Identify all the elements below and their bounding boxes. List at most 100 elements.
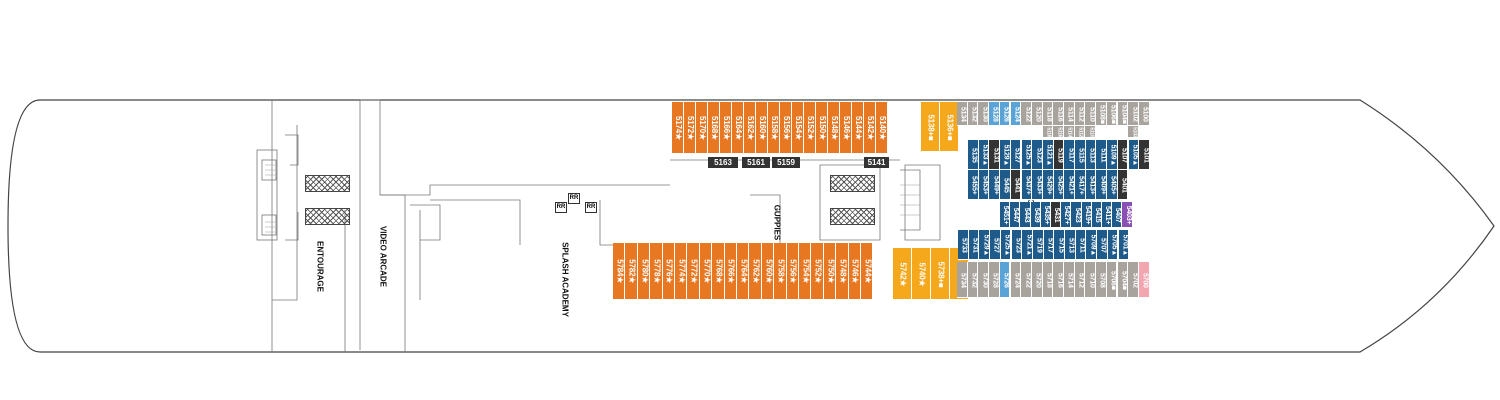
cabin-5427[interactable]: 5427+ xyxy=(1061,202,1072,228)
cabin-5135[interactable]: 5135 xyxy=(968,140,979,170)
cabin-5172[interactable]: 5172★ xyxy=(684,102,696,154)
cabin-5729[interactable]: 5729▲ xyxy=(979,230,991,260)
cabin-5403[interactable]: 5403+ xyxy=(1122,202,1133,228)
cabin-5117[interactable]: 5117 xyxy=(1064,140,1075,170)
cabin-5740[interactable]: 5740★ xyxy=(912,248,931,300)
cabin-5126[interactable]: 5126 xyxy=(999,102,1011,126)
cabin-5730[interactable]: 5730 xyxy=(978,262,990,298)
cabin-5140[interactable]: 5140★ xyxy=(876,102,888,154)
cabin-5700[interactable]: 5700 xyxy=(1138,262,1150,298)
cabin-5401[interactable]: 5401 xyxy=(1117,170,1129,200)
cabin-5445[interactable]: 5445 xyxy=(1000,170,1011,200)
cabin-5715[interactable]: 5715 xyxy=(1054,230,1065,260)
cabin-5776[interactable]: 5776★ xyxy=(662,243,675,300)
cabin-5728[interactable]: 5728 xyxy=(989,262,1000,298)
cabin-5725[interactable]: 5725▲ xyxy=(1000,230,1012,260)
cabin-5158[interactable]: 5158★ xyxy=(768,102,780,154)
cabin-5154[interactable]: 5154★ xyxy=(792,102,804,154)
cabin-5133[interactable]: 5133▲ xyxy=(978,140,990,170)
cabin-5439[interactable]: 5439 xyxy=(1030,202,1041,228)
cabin-5443[interactable]: 5443 xyxy=(1020,202,1031,228)
cabin-5746[interactable]: 5746★ xyxy=(848,243,861,300)
cabin-5712[interactable]: 5712 xyxy=(1074,262,1086,298)
cabin-5166[interactable]: 5166★ xyxy=(720,102,732,154)
cabin-5721[interactable]: 5721▲ xyxy=(1022,230,1033,260)
cabin-5774[interactable]: 5774★ xyxy=(675,243,688,300)
cabin-5727[interactable]: 5727 xyxy=(990,230,1001,260)
cabin-5431[interactable]: 5431 xyxy=(1051,202,1062,228)
cabin-5713[interactable]: 5713 xyxy=(1065,230,1076,260)
cabin-5409[interactable]: 5409+ xyxy=(1096,170,1108,200)
cabin-5103[interactable]: 5103 xyxy=(1128,126,1139,138)
cabin-5441[interactable]: 5441 xyxy=(1010,170,1022,200)
cabin-5754[interactable]: 5754★ xyxy=(799,243,812,300)
cabin-5433[interactable]: 5433+ xyxy=(1032,170,1043,200)
cabin-5738[interactable]: 5738+■ xyxy=(931,248,950,300)
cabin-5702[interactable]: 5702 xyxy=(1128,262,1139,298)
cabin-5714[interactable]: 5714 xyxy=(1064,262,1075,298)
cabin-5722[interactable]: 5722 xyxy=(1021,262,1032,298)
cabin-5437[interactable]: 5437+ xyxy=(1021,170,1033,200)
cabin-5118[interactable]: 5118 xyxy=(1042,126,1054,138)
cabin-5415[interactable]: 5415 xyxy=(1091,202,1102,228)
cabin-5144[interactable]: 5144★ xyxy=(852,102,864,154)
cabin-5106[interactable]: 5106■ xyxy=(1106,102,1118,126)
cabin-5750[interactable]: 5750★ xyxy=(823,243,837,300)
cabin-5732[interactable]: 5732 xyxy=(967,262,979,298)
cabin-5724[interactable]: 5724 xyxy=(1010,262,1022,298)
cabin-5449[interactable]: 5449+ xyxy=(989,170,1001,200)
cabin-5108[interactable]: 5108■ xyxy=(1096,102,1107,126)
cabin-5752[interactable]: 5752★ xyxy=(811,243,824,300)
cabin-5734[interactable]: 5734 xyxy=(957,262,968,298)
cabin-5717[interactable]: 5717 xyxy=(1043,230,1055,260)
cabin-5116[interactable]: 5116 xyxy=(1053,102,1064,126)
cabin-5701[interactable]: 5701▲ xyxy=(1118,230,1130,260)
cabin-5768[interactable]: 5768★ xyxy=(712,243,725,300)
cabin-5142[interactable]: 5142★ xyxy=(864,102,876,154)
cabin-5451[interactable]: 5451+ xyxy=(1000,202,1011,228)
cabin-5772[interactable]: 5772★ xyxy=(687,243,700,300)
cabin-5455[interactable]: 5455+ xyxy=(968,170,979,200)
cabin-5716[interactable]: 5716 xyxy=(1053,262,1064,298)
cabin-5429[interactable]: 5429+ xyxy=(1042,170,1054,200)
cabin-5150[interactable]: 5150★ xyxy=(816,102,828,154)
cabin-5121[interactable]: 5121▲ xyxy=(1042,140,1054,170)
cabin-5114[interactable]: 5114 xyxy=(1064,126,1075,138)
cabin-5148[interactable]: 5148★ xyxy=(828,102,840,154)
cabin-5710[interactable]: 5710 xyxy=(1085,262,1097,298)
cabin-5423[interactable]: 5423 xyxy=(1071,202,1082,228)
cabin-5146[interactable]: 5146★ xyxy=(840,102,852,154)
cabin-5128[interactable]: 5128 xyxy=(989,102,1000,126)
suite-5161[interactable]: 5161 xyxy=(742,157,770,168)
cabin-5744[interactable]: 5744★ xyxy=(861,243,874,300)
cabin-5110[interactable]: 5110 xyxy=(1085,126,1097,138)
cabin-5782[interactable]: 5782★ xyxy=(625,243,638,300)
cabin-5122[interactable]: 5122 xyxy=(1021,102,1032,126)
cabin-5419[interactable]: 5419+ xyxy=(1081,202,1092,228)
cabin-5760[interactable]: 5760★ xyxy=(761,243,775,300)
cabin-5733[interactable]: 5733 xyxy=(958,230,969,260)
cabin-5453[interactable]: 5453+ xyxy=(978,170,990,200)
cabin-5113[interactable]: 5113 xyxy=(1085,140,1097,170)
cabin-5425[interactable]: 5425+ xyxy=(1053,170,1065,200)
cabin-5152[interactable]: 5152★ xyxy=(804,102,816,154)
cabin-5707[interactable]: 5707 xyxy=(1097,230,1108,260)
cabin-5731[interactable]: 5731 xyxy=(968,230,980,260)
cabin-5124[interactable]: 5124 xyxy=(1010,102,1022,126)
cabin-5130[interactable]: 5130 xyxy=(978,102,990,126)
cabin-5174[interactable]: 5174★ xyxy=(672,102,684,154)
cabin-5118[interactable]: 5118 xyxy=(1042,102,1054,126)
cabin-5107[interactable]: 5107 xyxy=(1117,140,1129,170)
cabin-5112[interactable]: 5112 xyxy=(1074,102,1086,126)
cabin-5112[interactable]: 5112 xyxy=(1074,126,1086,138)
suite-5163[interactable]: 5163 xyxy=(708,157,738,168)
cabin-5156[interactable]: 5156★ xyxy=(780,102,792,154)
cabin-5756[interactable]: 5756★ xyxy=(786,243,799,300)
cabin-5778[interactable]: 5778★ xyxy=(650,243,663,300)
cabin-5417[interactable]: 5417+ xyxy=(1075,170,1086,200)
cabin-5132[interactable]: 5132 xyxy=(967,102,979,126)
cabin-5421[interactable]: 5421+ xyxy=(1064,170,1075,200)
cabin-5711[interactable]: 5711 xyxy=(1075,230,1087,260)
cabin-5719[interactable]: 5719 xyxy=(1032,230,1044,260)
cabin-5102[interactable]: 5102 xyxy=(1128,102,1139,126)
